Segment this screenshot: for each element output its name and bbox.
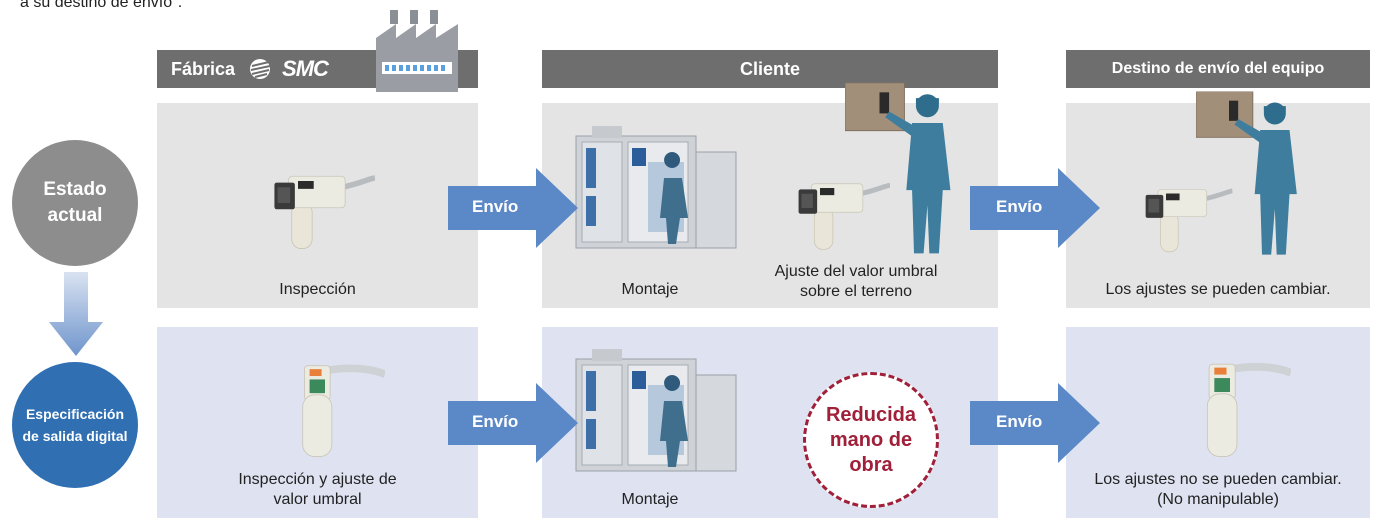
arrow-label: Envío — [996, 197, 1043, 216]
caption-changeable: Los ajustes se pueden cambiar. — [1105, 281, 1331, 298]
digital-output-label: Especificación de salida digital — [22, 406, 128, 444]
caption-not-changeable-line1: Los ajustes no se pueden cambiar. — [1094, 471, 1342, 488]
smc-logo: SMC — [249, 56, 329, 82]
caption-not-changeable: Los ajustes no se pueden cambiar. (No ma… — [1066, 470, 1370, 510]
worker-icon — [845, 80, 960, 258]
header-factory-label: Fábrica — [171, 58, 236, 79]
shipping-arrow: Envío — [970, 168, 1100, 248]
arrow-label: Envío — [472, 412, 519, 431]
header-client-label: Cliente — [739, 58, 800, 79]
digital-sensor-icon — [1160, 338, 1300, 460]
reduced-labor-badge: Reducida mano de obra — [803, 372, 939, 508]
caption-assembly: Montaje — [621, 491, 679, 508]
reduced-line1: Reducida — [825, 403, 917, 426]
current-state-circle: Estado actual — [12, 140, 138, 266]
caption-threshold-line2: sobre el terreno — [799, 283, 913, 300]
arrow-label: Envío — [472, 197, 519, 216]
shipping-arrow: Envío — [448, 383, 578, 463]
factory-icon — [376, 10, 458, 92]
digital-output-circle: Especificación de salida digital — [12, 362, 138, 488]
arrow-label: Envío — [996, 412, 1043, 431]
reduced-line3: obra — [849, 453, 893, 476]
caption-inspection-threshold-line1: Inspección y ajuste de — [238, 471, 397, 488]
current-state-label: Estado actual — [43, 179, 107, 226]
machine-icon — [572, 122, 742, 252]
header-client: Cliente — [542, 50, 998, 88]
caption-inspection: Inspección — [279, 281, 356, 298]
shipping-arrow: Envío — [970, 383, 1100, 463]
smc-logo-text: SMC — [282, 56, 329, 81]
digital-sensor-icon — [245, 340, 405, 460]
caption-not-changeable-line2: (No manipulable) — [1157, 491, 1279, 508]
header-destination-label: Destino de envío del equipo — [1111, 60, 1325, 77]
caption-threshold-line1: Ajuste del valor umbral — [774, 263, 938, 280]
caption-inspection-threshold-line2: valor umbral — [273, 491, 362, 508]
arrow-down-icon — [49, 272, 103, 356]
header-destination: Destino de envío del equipo — [1066, 50, 1370, 88]
shipping-arrow: Envío — [448, 168, 578, 248]
intro-text: a su destino de envío". — [20, 0, 183, 11]
worker-icon — [1196, 86, 1306, 262]
smc-logo-mark — [250, 59, 271, 79]
sensor-icon — [250, 148, 390, 258]
caption-assembly: Montaje — [621, 281, 679, 298]
caption-inspection-threshold: Inspección y ajuste de valor umbral — [157, 470, 478, 510]
reduced-line2: mano de — [829, 428, 913, 451]
machine-icon — [572, 345, 742, 475]
caption-threshold: Ajuste del valor umbral sobre el terreno — [746, 262, 966, 302]
